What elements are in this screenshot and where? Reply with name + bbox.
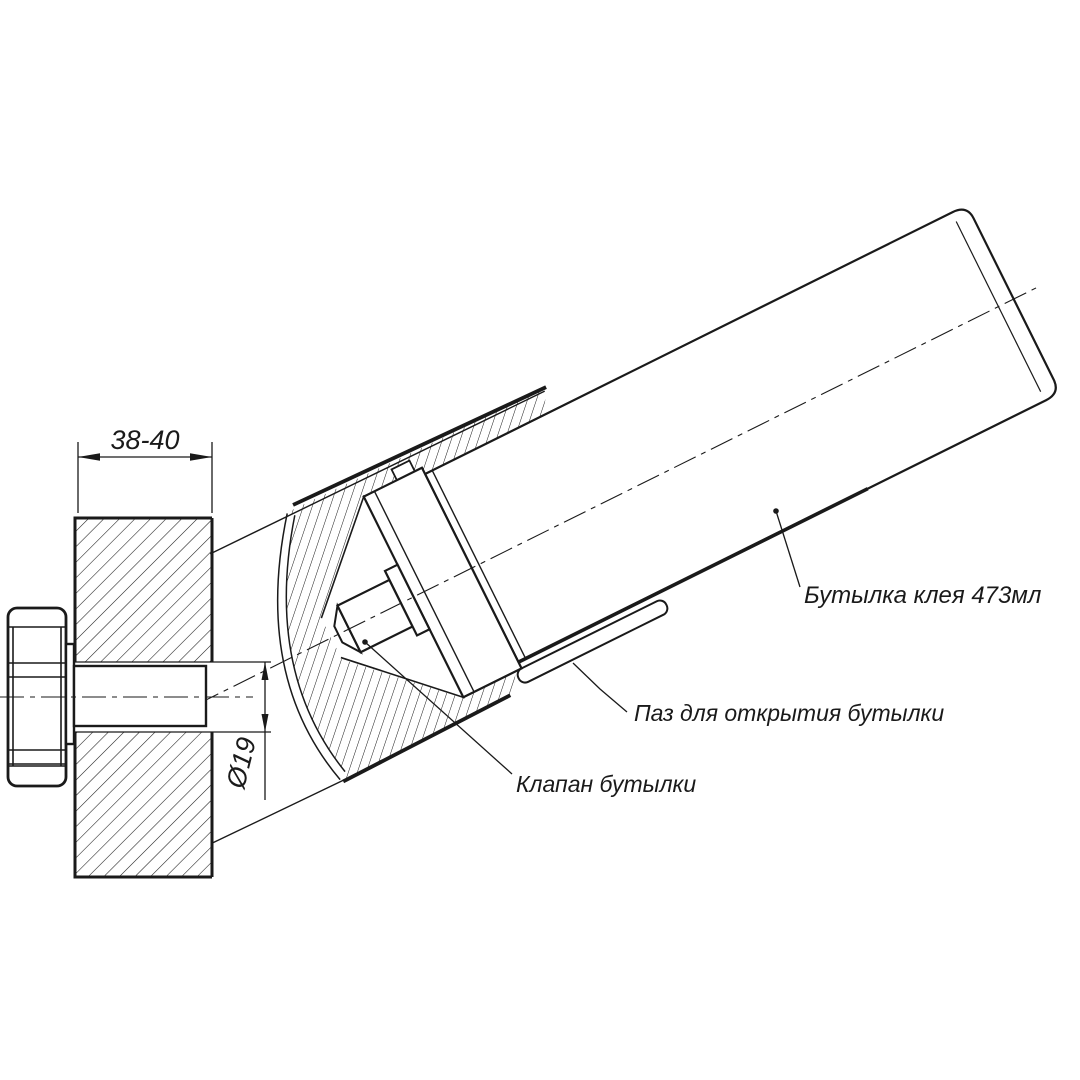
- dimension-plate-width: 38-40: [77, 425, 213, 513]
- clamp-assembly: [0, 516, 271, 879]
- tube-lower-cut-edge: [342, 693, 512, 784]
- tube-mouth-face: [277, 513, 346, 780]
- arrowhead-top: [261, 662, 269, 680]
- label-valve: Клапан бутылки: [516, 771, 696, 797]
- valve-leader-line: [364, 641, 513, 775]
- bottle-opening-slot: [516, 599, 669, 684]
- slot-leader-line: [572, 662, 628, 713]
- plate-width-value: 38-40: [110, 425, 179, 455]
- clamp-shaft: [72, 664, 208, 728]
- label-bottle: Бутылка клея 473мл: [804, 582, 1042, 609]
- tube-upper-silhouette: [209, 390, 546, 555]
- label-slot: Паз для открытия бутылки: [634, 700, 944, 726]
- callouts: Бутылка клея 473мл Паз для открытия буты…: [362, 508, 1042, 797]
- bottle-leader-line: [775, 510, 801, 588]
- bottle-shoulder-line: [431, 470, 527, 659]
- dimension-bore-diameter: Ø19: [220, 662, 269, 800]
- arrowhead-right: [190, 453, 212, 461]
- tube-mouth-inner-arc: [285, 515, 346, 773]
- tube-upper-cut-edge: [292, 385, 547, 507]
- funnel-upper-cone-line: [320, 495, 365, 619]
- funnel-lower-cone-line: [340, 656, 465, 699]
- tube-lower-silhouette: [212, 779, 345, 844]
- bottle-lower-edge-thick: [517, 487, 869, 664]
- mounting-plate-outline: [73, 516, 214, 879]
- arrowhead-bottom: [261, 714, 269, 732]
- plate-hatch-lower: [75, 732, 212, 877]
- holder-and-bottle-assembly: [159, 208, 1057, 844]
- plate-hatch-upper: [75, 518, 212, 662]
- arrowhead-left: [78, 453, 100, 461]
- bottle-body: [423, 208, 1057, 664]
- bore-diameter-value: Ø19: [220, 734, 262, 792]
